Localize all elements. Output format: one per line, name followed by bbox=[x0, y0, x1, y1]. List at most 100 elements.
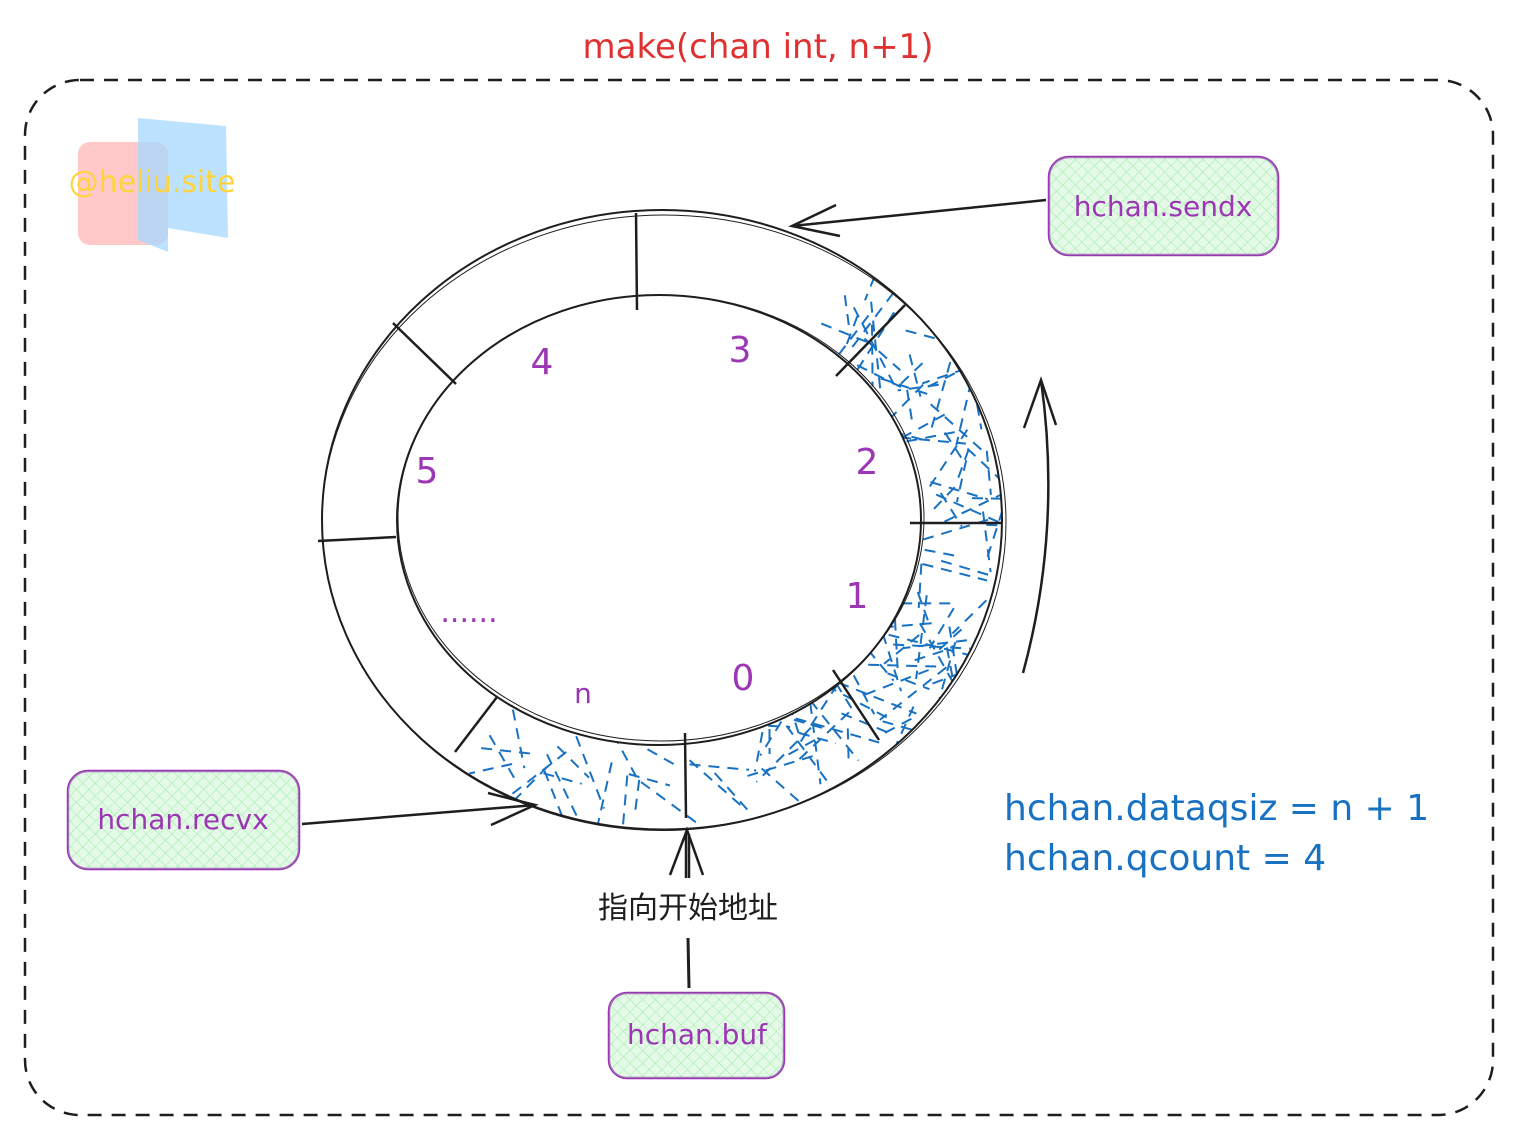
hatch-line bbox=[841, 712, 892, 735]
hatch-line bbox=[870, 301, 882, 391]
hatch-line bbox=[897, 362, 924, 388]
hatch-line bbox=[919, 622, 963, 699]
hatch-line bbox=[905, 329, 939, 341]
hatch-line bbox=[883, 634, 920, 665]
rotation-arrow-shaft bbox=[1021, 379, 1050, 674]
rotation-arrow-head bbox=[1022, 376, 1058, 429]
buf-connector-line bbox=[686, 937, 691, 989]
slot-label-n: n bbox=[574, 677, 592, 710]
hatch-line bbox=[945, 647, 955, 683]
sendx-arrow-shaft bbox=[791, 198, 1047, 228]
hatch-line bbox=[508, 751, 567, 798]
hatch-line bbox=[867, 431, 955, 450]
hatch-line bbox=[921, 367, 967, 385]
hatch-line bbox=[908, 354, 922, 397]
hatch-line bbox=[934, 628, 963, 654]
hatch-line bbox=[930, 343, 957, 429]
hatch-line bbox=[864, 384, 924, 445]
hatch-line bbox=[955, 381, 973, 446]
hatch-line bbox=[887, 672, 930, 691]
hatch-line bbox=[775, 713, 823, 729]
hatch-line bbox=[689, 763, 750, 771]
hatch-line bbox=[951, 573, 1002, 635]
hatch-line bbox=[546, 753, 581, 822]
hatch-line bbox=[556, 745, 590, 779]
slot-label-1: 1 bbox=[846, 576, 869, 617]
divider-0-1 bbox=[831, 669, 881, 741]
sendx-label: hchan.sendx bbox=[1074, 190, 1253, 223]
recvx-arrow bbox=[301, 791, 539, 827]
hatch-line bbox=[893, 643, 971, 650]
slot-label-3: 3 bbox=[729, 330, 752, 371]
hatch-line bbox=[843, 295, 850, 326]
hatch-line bbox=[940, 559, 996, 578]
hatch-line bbox=[971, 497, 1002, 501]
stat-dataqsiz: hchan.dataqsiz = n + 1 bbox=[1004, 788, 1429, 829]
ring-inner-sketch bbox=[397, 294, 925, 742]
hatch-line bbox=[906, 389, 914, 425]
hatch-line bbox=[915, 595, 928, 680]
hatch-line bbox=[908, 649, 944, 664]
hatch-line bbox=[852, 306, 896, 387]
sendx-arrow-head bbox=[788, 203, 841, 238]
dashed-frame bbox=[23, 78, 1495, 1117]
buf-box-frame bbox=[607, 991, 786, 1080]
hatch-line bbox=[880, 377, 933, 397]
hatch-line bbox=[917, 563, 923, 608]
hatch-line bbox=[753, 713, 768, 772]
hatch-line bbox=[824, 665, 854, 711]
buf-pointer-arrow bbox=[668, 826, 705, 989]
buf-arrow-head bbox=[668, 826, 705, 876]
hatch-line bbox=[930, 481, 988, 501]
hatch-line bbox=[972, 385, 983, 430]
hatch-line bbox=[985, 450, 992, 495]
stat-qcount: hchan.qcount = 4 bbox=[1004, 838, 1326, 879]
recvx-arrow-shaft bbox=[301, 803, 536, 826]
hatch-line bbox=[634, 779, 641, 813]
hatch-line bbox=[927, 486, 956, 516]
hatch-line bbox=[543, 770, 577, 830]
hatch-line bbox=[903, 558, 988, 582]
hatch-line bbox=[954, 449, 970, 485]
hatch-line bbox=[881, 632, 903, 692]
divider-2-3 bbox=[835, 304, 906, 377]
slot-label-4: 4 bbox=[531, 342, 554, 383]
recvx-arrow-head bbox=[487, 791, 539, 827]
slot-labels: 3 4 5 2 1 0 ...... n bbox=[416, 330, 879, 710]
sendx-box-tint bbox=[1049, 157, 1278, 255]
hatch-line bbox=[863, 337, 901, 371]
hatch-line bbox=[488, 734, 516, 780]
hatch-line bbox=[825, 684, 895, 723]
hatch-line bbox=[943, 483, 1002, 524]
hatch-line bbox=[882, 720, 933, 737]
buf-box-tint bbox=[609, 993, 784, 1078]
hatch-line bbox=[543, 772, 582, 785]
watermark-text: @heliu.site bbox=[69, 165, 236, 200]
watermark-blue-shape bbox=[138, 118, 228, 252]
divider-4-5 bbox=[392, 322, 457, 385]
hatch-line bbox=[930, 403, 987, 455]
ring-outer-sketch bbox=[321, 214, 1007, 830]
hatch-line bbox=[744, 755, 813, 778]
divider-dots-n bbox=[454, 696, 498, 753]
hatch-line bbox=[755, 726, 812, 783]
hatch-line bbox=[511, 709, 526, 769]
slot-label-5: 5 bbox=[416, 451, 439, 492]
hatch-line bbox=[955, 459, 968, 503]
hatch-line bbox=[935, 493, 1002, 525]
hatch-lines bbox=[469, 258, 1002, 830]
hatch-line bbox=[797, 683, 839, 746]
hatch-line bbox=[871, 324, 874, 387]
hatch-line bbox=[856, 364, 903, 389]
watermark-logo: @heliu.site bbox=[69, 118, 236, 252]
hatch-line bbox=[621, 775, 629, 830]
hatch-line bbox=[783, 739, 816, 758]
hatch-line bbox=[797, 711, 850, 761]
hatch-line bbox=[628, 773, 671, 787]
hatch-line bbox=[713, 772, 750, 813]
rotation-arrow bbox=[1021, 376, 1058, 674]
recvx-box-frame bbox=[66, 769, 301, 871]
slot-label-dots: ...... bbox=[440, 595, 497, 630]
hatch-line bbox=[925, 429, 969, 493]
